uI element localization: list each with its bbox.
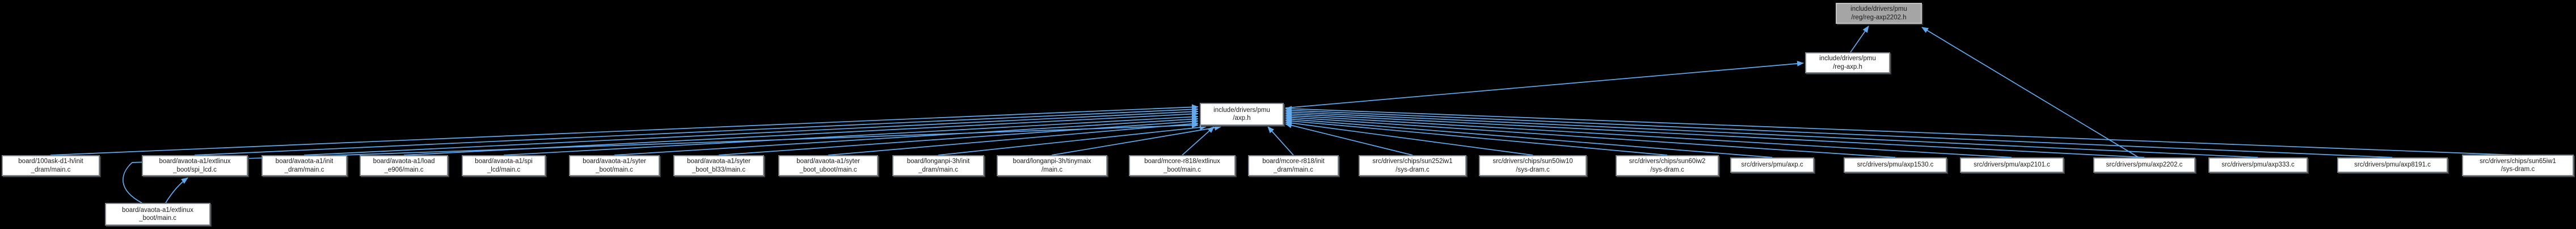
node-avaota-load-e906-main-c[interactable]: board/avaota-a1/load _e906/main.c (360, 155, 448, 176)
node-avaota-syter-boot-uboot-main-c[interactable]: board/avaota-a1/syter _boot_uboot/main.c (778, 155, 878, 176)
node-longanpi-init-dram-main-c[interactable]: board/longanpi-3h/init _dram/main.c (892, 155, 984, 176)
node-pmu-axp2101-c[interactable]: src/drivers/pmu/axp2101.c (1960, 157, 2064, 173)
node-pmu-axp-c[interactable]: src/drivers/pmu/axp.c (1730, 157, 1814, 173)
node-sun252iw1-sys-dram-c[interactable]: src/drivers/chips/sun252iw1 /sys-dram.c (1359, 155, 1466, 176)
node-avaota-init-dram-main-c[interactable]: board/avaota-a1/init _dram/main.c (262, 155, 347, 176)
node-avaota-syter-boot-bl33-main-c[interactable]: board/avaota-a1/syter _boot_bl33/main.c (673, 155, 764, 176)
node-pmu-axp2202-c[interactable]: src/drivers/pmu/axp2202.c (2093, 157, 2195, 173)
node-reg-axp2202-h[interactable]: include/drivers/pmu /reg/reg-axp2202.h (1836, 3, 1922, 24)
node-avaota-syter-boot-main-c[interactable]: board/avaota-a1/syter _boot/main.c (569, 155, 660, 176)
node-reg-axp-h[interactable]: include/drivers/pmu /reg-axp.h (1805, 52, 1890, 73)
node-sun60iw2-sys-dram-c[interactable]: src/drivers/chips/sun60iw2 /sys-dram.c (1616, 155, 1719, 176)
node-pmu-axp8191-c[interactable]: src/drivers/pmu/axp8191.c (2337, 157, 2448, 173)
node-mcore-init-dram-main-c[interactable]: board/mcore-r818/init _dram/main.c (1248, 155, 1339, 176)
node-longanpi-tinymaix-main-c[interactable]: board/longanpi-3h/tinymaix /main.c (997, 155, 1107, 176)
node-avaota-spi-lcd-main-c[interactable]: board/avaota-a1/spi _lcd/main.c (462, 155, 546, 176)
node-sun65iw1-sys-dram-c[interactable]: src/drivers/chips/sun65iw1 /sys-dram.c (2462, 155, 2574, 176)
node-axp-h[interactable]: include/drivers/pmu /axp.h (1200, 103, 1284, 126)
node-avaota-extlinux-spi-lcd-c[interactable]: board/avaota-a1/extlinux _boot/spi_lcd.c (142, 155, 248, 176)
node-pmu-axp333-c[interactable]: src/drivers/pmu/axp333.c (2208, 157, 2308, 173)
node-mcore-extlinux-boot-main-c[interactable]: board/mcore-r818/extlinux _boot/main.c (1129, 155, 1236, 176)
node-pmu-axp1530-c[interactable]: src/drivers/pmu/axp1530.c (1844, 157, 1947, 173)
node-sun50iw10-sys-dram-c[interactable]: src/drivers/chips/sun50iw10 /sys-dram.c (1479, 155, 1587, 176)
node-100ask-init-dram-main-c[interactable]: board/100ask-d1-h/init _dram/main.c (2, 155, 100, 176)
node-avaota-extlinux-boot-main-c[interactable]: board/avaota-a1/extlinux _boot/main.c (105, 203, 210, 226)
